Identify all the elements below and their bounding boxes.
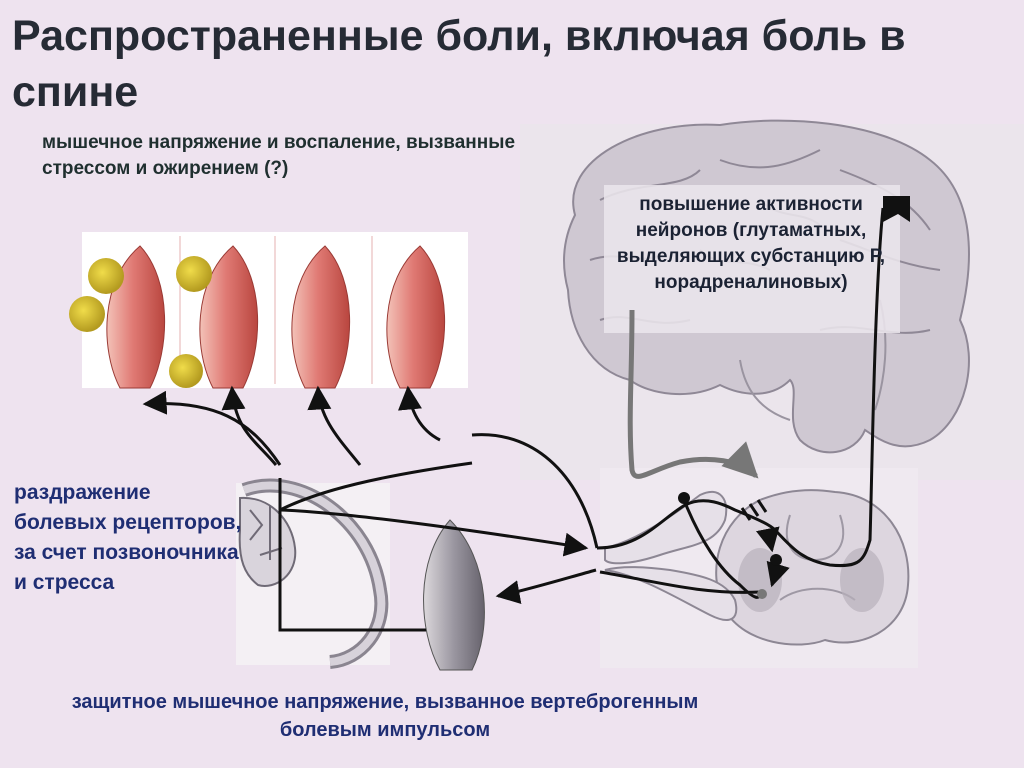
neuron-body — [770, 554, 782, 566]
label-protective-tension: защитное мышечное напряжение, вызванное … — [71, 691, 699, 741]
fat-cell-icon — [88, 258, 124, 294]
label-receptor-irritation: раздражение болевых рецепторов, за счет … — [14, 481, 242, 594]
pain-pathways — [142, 207, 885, 632]
muscle-icon — [423, 519, 485, 671]
vertebra-section-icon — [236, 478, 390, 669]
muscle-panel — [69, 232, 468, 389]
neuron-body — [678, 492, 690, 504]
brain-section-icon — [520, 119, 1024, 480]
page-title: Распространенные боли, включая боль в сп… — [12, 12, 906, 116]
fat-cell-icon — [176, 256, 212, 292]
label-muscle-tension: мышечное напряжение и воспаление, вызван… — [42, 132, 516, 179]
descending-pathway — [627, 309, 759, 479]
fat-cell-icon — [69, 296, 105, 332]
fat-cell-icon — [169, 354, 203, 388]
label-neuron-activity: повышение активности нейронов (глутаматн… — [616, 194, 886, 293]
cortex-target-flag — [883, 196, 910, 222]
neuron-body — [757, 589, 767, 599]
